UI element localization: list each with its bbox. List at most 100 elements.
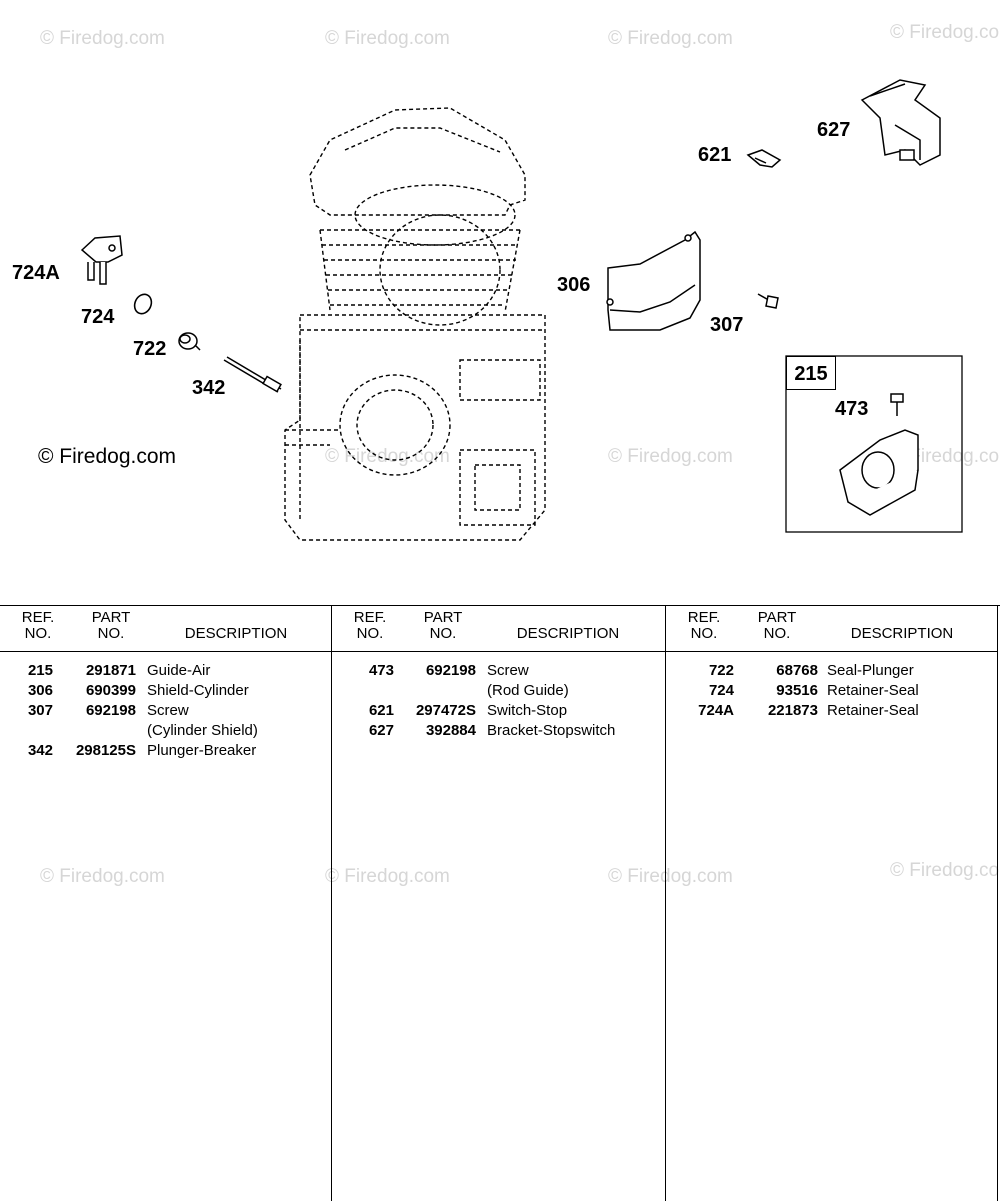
watermark: © Firedog.com <box>608 28 733 49</box>
ref-header: REF. NO. <box>350 610 390 642</box>
part-number: 298125S <box>75 742 136 759</box>
part-description: Guide-Air <box>147 662 211 679</box>
table-row: (Rod Guide) <box>332 681 665 701</box>
part-header: PART NO. <box>752 610 802 642</box>
ref-number: 621 <box>368 702 394 719</box>
ref-number: 627 <box>368 722 394 739</box>
part-header-line1: PART <box>423 609 463 626</box>
watermark: © Firedog.com <box>608 446 733 467</box>
table-header: REF. NO. PART NO. DESCRIPTION <box>0 606 331 652</box>
table-row: 215 291871 Guide-Air <box>0 661 331 681</box>
parts-column-3: REF. NO. PART NO. DESCRIPTION 722 68768 … <box>666 606 997 1201</box>
callout-621: 621 <box>698 144 732 166</box>
callout-473: 473 <box>835 398 869 420</box>
part-description: Screw <box>487 662 529 679</box>
part-number: 297472S <box>415 702 476 719</box>
callout-215: 215 <box>786 356 836 390</box>
part-description: Seal-Plunger <box>827 662 914 679</box>
part-description: Switch-Stop <box>487 702 568 719</box>
callout-722: 722 <box>133 338 167 360</box>
watermark: © Firedog.com <box>40 866 165 887</box>
part-number: 221873 <box>767 702 818 719</box>
ref-header-line1: REF. <box>21 609 55 626</box>
part-description: Shield-Cylinder <box>147 682 249 699</box>
part-header-line2: NO. <box>763 625 791 642</box>
callout-306: 306 <box>557 274 591 296</box>
table-header: REF. NO. PART NO. DESCRIPTION <box>666 606 997 652</box>
description-header: DESCRIPTION <box>850 625 954 642</box>
ref-number: 724A <box>698 702 734 719</box>
watermark: © Firedog.com <box>325 866 450 887</box>
watermark: © Firedog.com <box>890 860 1000 881</box>
part-header-line2: NO. <box>97 625 125 642</box>
retainer-seal-ring-part <box>133 293 153 315</box>
table-row: 342 298125S Plunger-Breaker <box>0 741 331 761</box>
ref-header-line2: NO. <box>356 625 384 642</box>
callout-627: 627 <box>817 119 851 141</box>
part-header-line2: NO. <box>429 625 457 642</box>
part-number: 692198 <box>425 662 476 679</box>
table-row: 307 692198 Screw <box>0 701 331 721</box>
part-description: Screw <box>147 702 189 719</box>
watermark: © Firedog.com <box>40 28 165 49</box>
part-description: Plunger-Breaker <box>147 742 257 759</box>
air-guide-inset-frame <box>785 355 963 533</box>
ref-number: 342 <box>27 742 53 759</box>
callout-724: 724 <box>81 306 115 328</box>
watermark: © Firedog.com <box>608 866 733 887</box>
screw-part <box>757 293 779 309</box>
part-header-line1: PART <box>91 609 131 626</box>
engine-block-outline <box>284 107 546 541</box>
watermark: © Firedog.com <box>890 22 1000 43</box>
callout-342: 342 <box>192 377 226 399</box>
table-row: 627 392884 Bracket-Stopswitch <box>332 721 665 741</box>
seal-plunger-part <box>178 332 201 351</box>
ref-number: 306 <box>27 682 53 699</box>
part-description: (Rod Guide) <box>487 682 569 699</box>
parts-table: REF. NO. PART NO. DESCRIPTION 215 291871… <box>0 605 1000 1201</box>
part-description: Bracket-Stopswitch <box>487 722 616 739</box>
part-number: 392884 <box>425 722 476 739</box>
ref-header-line2: NO. <box>24 625 52 642</box>
part-description: Retainer-Seal <box>827 682 919 699</box>
copyright-notice: © Firedog.com <box>38 445 177 468</box>
column-divider <box>665 606 666 1201</box>
parts-column-1: REF. NO. PART NO. DESCRIPTION 215 291871… <box>0 606 331 1201</box>
callout-307: 307 <box>710 314 744 336</box>
part-number: 690399 <box>85 682 136 699</box>
ref-header-line2: NO. <box>690 625 718 642</box>
table-row: 722 68768 Seal-Plunger <box>666 661 997 681</box>
ref-number: 724 <box>708 682 734 699</box>
part-header: PART NO. <box>86 610 136 642</box>
table-row: 306 690399 Shield-Cylinder <box>0 681 331 701</box>
part-description: (Cylinder Shield) <box>147 722 258 739</box>
switch-stop-part <box>746 149 782 168</box>
column-divider <box>997 606 998 1201</box>
watermark: © Firedog.com <box>325 446 450 467</box>
part-header: PART NO. <box>418 610 468 642</box>
shield-cylinder-part <box>606 230 701 331</box>
table-row: 473 692198 Screw <box>332 661 665 681</box>
ref-number: 722 <box>708 662 734 679</box>
part-header-line1: PART <box>757 609 797 626</box>
table-row: 621 297472S Switch-Stop <box>332 701 665 721</box>
ref-header-line1: REF. <box>353 609 387 626</box>
guide-air-part <box>839 429 919 516</box>
table-row: 724 93516 Retainer-Seal <box>666 681 997 701</box>
ref-number: 215 <box>27 662 53 679</box>
retainer-seal-plate-part <box>80 235 123 285</box>
parts-column-2: REF. NO. PART NO. DESCRIPTION 473 692198… <box>332 606 665 1201</box>
ref-number: 307 <box>27 702 53 719</box>
part-number: 291871 <box>85 662 136 679</box>
part-number: 93516 <box>776 682 818 699</box>
ref-header: REF. NO. <box>684 610 724 642</box>
callout-724A: 724A <box>12 262 60 284</box>
bracket-stopswitch-part <box>860 79 941 166</box>
table-row: 724A 221873 Retainer-Seal <box>666 701 997 721</box>
column-divider <box>331 606 332 1201</box>
part-number: 68768 <box>776 662 818 679</box>
watermark: © Firedog.com <box>325 28 450 49</box>
description-header: DESCRIPTION <box>184 625 288 642</box>
plunger-breaker-part <box>223 356 282 393</box>
ref-header-line1: REF. <box>687 609 721 626</box>
